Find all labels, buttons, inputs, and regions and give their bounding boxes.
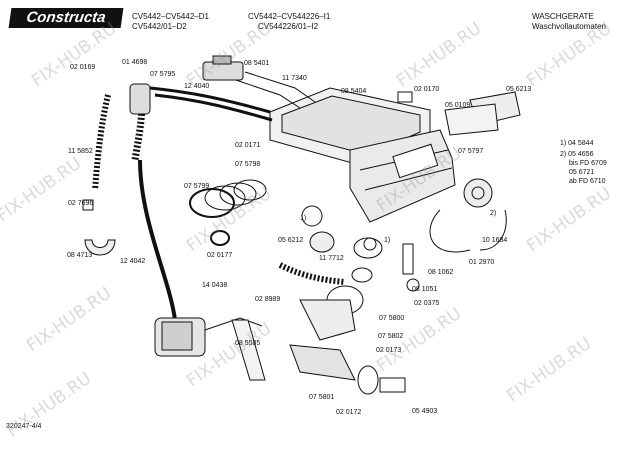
- part-label: 02 0172: [336, 409, 362, 416]
- pressure-switch: [429, 178, 507, 253]
- part-label: 08 5585: [235, 340, 261, 347]
- footnote: ab FD 6710: [569, 178, 606, 185]
- part-label: 08 1051: [412, 286, 438, 293]
- model-line: CV5442–CV544226–I1: [248, 12, 331, 21]
- footnote: 2) 05 4656: [560, 151, 594, 158]
- drain-hose: [138, 159, 177, 321]
- bellows-hose: [189, 179, 267, 246]
- part-label: 07 5800: [379, 315, 405, 322]
- part-label: 11 7340: [282, 75, 307, 82]
- part-label: 02 8989: [255, 296, 281, 303]
- part-label: 08 5404: [341, 88, 367, 95]
- u-bracket: [84, 239, 116, 256]
- part-label: 2): [490, 210, 497, 217]
- part-label: 14 0438: [202, 282, 228, 289]
- part-label: 07 5797: [458, 148, 484, 155]
- part-label: 05 0109: [445, 102, 471, 109]
- clip: [406, 278, 420, 292]
- part-label: 02 0173: [376, 347, 402, 354]
- part-label: 07 5799: [184, 183, 210, 190]
- drain-pump: [154, 317, 263, 357]
- model-line: CV544226/01–I2: [258, 22, 319, 31]
- clamp: [301, 205, 323, 227]
- valve-small: [397, 91, 413, 103]
- part-label: 05 4903: [412, 408, 438, 415]
- part-label: 02 0169: [70, 64, 96, 71]
- footnote: bis FD 6709: [569, 160, 607, 167]
- part-label: 02 7696: [68, 200, 94, 207]
- part-label: 02 0177: [207, 252, 233, 259]
- part-label: 07 5802: [378, 333, 404, 340]
- part-label: 02 0170: [414, 86, 440, 93]
- model-line: CV5442–CV5442–D1: [132, 12, 209, 21]
- part-label: 08 5401: [244, 60, 270, 67]
- part-label: 07 5801: [309, 394, 335, 401]
- part-label: 01 2970: [469, 259, 495, 266]
- part-label: 02 0375: [414, 300, 440, 307]
- cap: [82, 199, 94, 211]
- part-label: 12 4042: [120, 258, 146, 265]
- outlet-pipe: [231, 319, 406, 395]
- category-subtitle: Waschvollautomaten: [532, 22, 606, 31]
- detergent-drawer-housing: [269, 87, 456, 223]
- diagram-id: 320247-4/4: [6, 423, 42, 430]
- part-label: 07 5798: [235, 161, 261, 168]
- category-title: WASCHGERATE: [532, 12, 594, 21]
- filter-assembly: [278, 231, 383, 341]
- part-label: 10 1684: [482, 237, 508, 244]
- corrugated-hose-left: [92, 83, 151, 191]
- part-label: 1): [384, 237, 391, 244]
- model-line: CV5442/01–D2: [132, 22, 187, 31]
- part-label: 05 6212: [278, 237, 304, 244]
- inlet-hoses: [149, 55, 316, 122]
- part-label: 08 4713: [67, 252, 93, 259]
- part-label: 1): [300, 215, 307, 222]
- footnote: 1) 04 5844: [560, 140, 594, 147]
- hose-piece: [402, 243, 414, 275]
- part-label: 11 7712: [319, 255, 344, 262]
- part-label: 07 5795: [150, 71, 176, 78]
- footnote: 05 6721: [569, 169, 595, 176]
- support: [444, 103, 499, 136]
- part-label: 02 0171: [235, 142, 261, 149]
- part-label: 12 4040: [184, 83, 210, 90]
- part-label: 05 6213: [506, 86, 532, 93]
- part-label: 01 4698: [122, 59, 148, 66]
- part-label: 11 5852: [68, 148, 93, 155]
- part-label: 08 1062: [428, 269, 454, 276]
